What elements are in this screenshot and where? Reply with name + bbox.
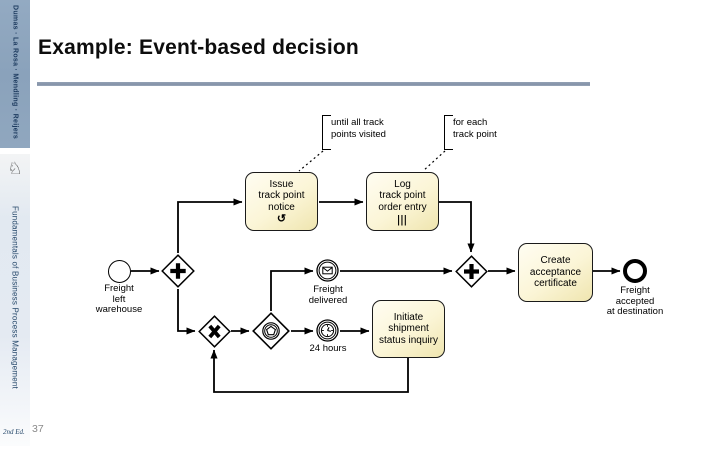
timer-clock-icon <box>316 319 339 342</box>
springer-knight-icon: ♘ <box>7 159 23 178</box>
xor-gateway-icon <box>198 315 231 348</box>
task-initiate-shipment-status-inquiry: Initiate shipment status inquiry <box>372 300 445 358</box>
event-gateway-icon <box>252 312 290 350</box>
timer-event-24-hours <box>316 319 339 342</box>
slide-title: Example: Event-based decision <box>38 36 359 59</box>
task-log-track-point-order-entry: Log track point order entry ||| <box>366 172 439 231</box>
annotation-until: until all track points visited <box>331 117 386 140</box>
multi-instance-marker-icon: ||| <box>397 212 408 226</box>
parallel-join-gateway <box>455 255 488 288</box>
annotation-bracket <box>444 115 453 150</box>
message-envelope-icon <box>316 259 339 282</box>
title-rule <box>37 82 590 86</box>
parallel-gateway-icon <box>161 254 195 288</box>
start-event <box>108 260 131 283</box>
parallel-gateway-icon <box>455 255 488 288</box>
parallel-split-gateway <box>161 254 195 288</box>
event-based-gateway <box>252 312 290 350</box>
start-event-label: Freight left warehouse <box>95 283 143 315</box>
task-label: Log track point order entry <box>378 178 427 213</box>
timer-event-label: 24 hours <box>309 343 347 354</box>
message-event-freight-delivered <box>316 259 339 282</box>
task-create-acceptance-certificate: Create acceptance certificate <box>518 243 593 302</box>
sidebar-book-band: ♘ Fundamentals of Business Process Manag… <box>0 154 30 446</box>
authors-text: Dumas · La Rosa · Mendling · Reijers <box>11 5 19 140</box>
task-label: Issue track point notice <box>258 178 305 213</box>
task-label: Initiate shipment status inquiry <box>379 311 438 346</box>
page-number: 37 <box>32 423 44 435</box>
xor-merge-gateway <box>198 315 231 348</box>
end-event <box>623 259 647 283</box>
edition-label: 2nd Ed. <box>3 428 25 436</box>
task-label: Create acceptance certificate <box>529 255 582 290</box>
book-title: Fundamentals of Business Process Managem… <box>10 206 20 389</box>
task-issue-track-point-notice: Issue track point notice ↺ <box>245 172 318 231</box>
message-event-label: Freight delivered <box>308 284 348 306</box>
loop-marker-icon: ↺ <box>276 213 287 226</box>
annotation-bracket <box>322 115 331 150</box>
end-event-label: Freight accepted at destination <box>606 285 664 317</box>
annotation-foreach: for each track point <box>453 117 497 140</box>
sidebar-authors-band: Dumas · La Rosa · Mendling · Reijers <box>0 0 30 148</box>
